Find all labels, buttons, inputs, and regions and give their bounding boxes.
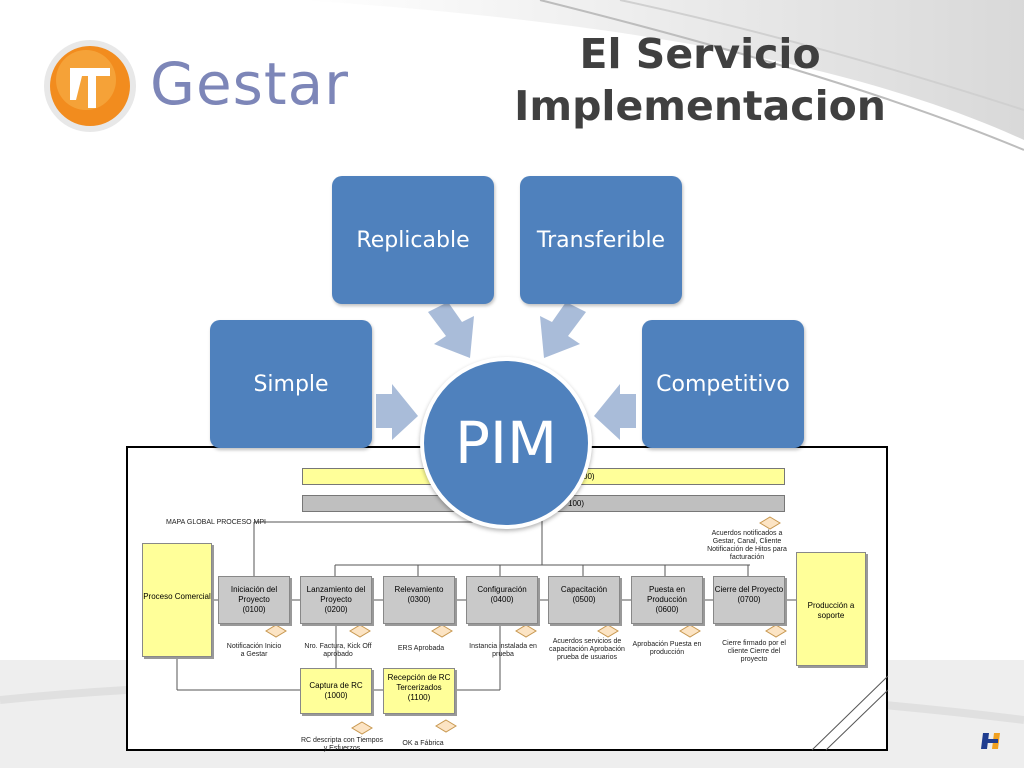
note-0500: Acuerdos servicios de capacitación Aprob…: [549, 638, 625, 661]
note-top: Acuerdos notificados a Gestar, Canal, Cl…: [707, 530, 787, 561]
note-0100: Notificación Inicio a Gestar: [226, 643, 282, 658]
milestone-diamond: [265, 624, 287, 638]
milestone-diamond: [351, 721, 373, 735]
milestone-diamond: [515, 624, 537, 638]
note-rc2: OK a Fábrica: [402, 740, 444, 747]
map-title: MAPA GLOBAL PROCESO MPI: [166, 519, 266, 526]
note-0600: Aprobación Puesta en producción: [632, 641, 702, 656]
corner-mark-icon: [981, 733, 1000, 749]
milestone-diamond: [679, 624, 701, 638]
arrow-competitivo: [594, 384, 636, 440]
stage-0500: Capacitación (0500): [548, 576, 620, 624]
milestone-diamond: [435, 719, 457, 733]
stage-0300: Relevamiento (0300): [383, 576, 455, 624]
stage-0400: Configuración (0400): [466, 576, 538, 624]
milestone-diamond: [597, 624, 619, 638]
arrow-replicable: [428, 302, 474, 358]
logo-wordmark: Gestar: [150, 50, 349, 118]
pillar-transferible: Transferible: [520, 176, 682, 304]
stage-0200: Lanzamiento del Proyecto (0200): [300, 576, 372, 624]
note-0400: Instancia instalada en prueba: [469, 643, 537, 658]
pim-circle: PIM: [420, 357, 592, 529]
milestone-diamond: [759, 516, 781, 530]
pillar-replicable: Replicable: [332, 176, 494, 304]
note-0200: Nro. Factura, Kick Off aprobado: [304, 643, 372, 658]
stage-0700: Cierre del Proyecto (0700): [713, 576, 785, 624]
milestone-diamond: [765, 624, 787, 638]
title-line-2: Implementacion: [514, 82, 886, 130]
note-0300: ERS Aprobada: [397, 645, 445, 652]
produccion-soporte-box: Producción a soporte: [796, 552, 866, 666]
slide-title: El Servicio Implementacion: [514, 28, 886, 132]
pillar-competitivo: Competitivo: [642, 320, 804, 448]
milestone-diamond: [431, 624, 453, 638]
pillar-simple: Simple: [210, 320, 372, 448]
arrow-transferible: [540, 302, 586, 358]
milestone-diamond: [349, 624, 371, 638]
stage-0600: Puesta en Producción (0600): [631, 576, 703, 624]
proceso-comercial-box: Proceso Comercial: [142, 543, 212, 657]
captura-rc-box: Captura de RC (1000): [300, 668, 372, 714]
arrow-simple: [376, 384, 418, 440]
title-line-1: El Servicio: [579, 30, 821, 78]
note-0700: Cierre firmado por el cliente Cierre del…: [722, 640, 786, 663]
note-rc1: RC descripta con Tiempos y Esfuerzos: [300, 737, 384, 752]
gestar-logo: [44, 40, 136, 132]
recepcion-rc-box: Recepción de RC Tercerizados (1100): [383, 668, 455, 714]
stage-0100: Iniciación del Proyecto (0100): [218, 576, 290, 624]
